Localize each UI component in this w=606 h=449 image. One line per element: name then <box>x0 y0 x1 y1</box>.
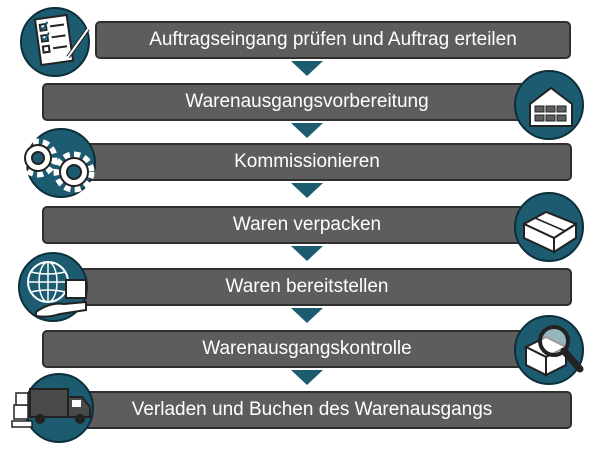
magnifier-badge <box>514 315 584 385</box>
step-3-label: Kommissionieren <box>234 151 380 172</box>
step-7-label: Verladen und Buchen des Warenausgangs <box>131 399 493 420</box>
arrow-down-icon <box>291 370 323 385</box>
truck-icon <box>11 388 91 428</box>
step-5-label: Waren bereitstellen <box>225 276 389 297</box>
globe-hand-icon <box>27 261 87 318</box>
step-3-bar: Kommissionieren <box>42 143 572 181</box>
warehouse-badge <box>514 70 584 140</box>
step-1-label: Auftragseingang prüfen und Auftrag ertei… <box>149 29 517 50</box>
step-4-bar: Waren verpacken <box>42 206 572 244</box>
arrow-down-icon <box>291 183 323 198</box>
truck-badge <box>11 373 94 443</box>
checklist-badge <box>20 7 90 77</box>
step-6-bar: Warenausgangskontrolle <box>42 330 572 368</box>
step-1-bar: Auftragseingang prüfen und Auftrag ertei… <box>95 21 571 59</box>
step-6-label: Warenausgangskontrolle <box>202 338 412 359</box>
arrow-down-icon <box>291 246 323 261</box>
gears-badge <box>18 128 96 198</box>
arrow-down-icon <box>291 61 323 76</box>
step-4-label: Waren verpacken <box>232 214 382 235</box>
globe-hand-badge <box>18 252 88 322</box>
gears-icon <box>18 138 95 193</box>
step-2-bar: Warenausgangsvorbereitung <box>42 83 572 121</box>
arrow-down-icon <box>291 308 323 323</box>
package-icon <box>521 210 579 254</box>
checklist-icon <box>33 13 90 67</box>
warehouse-icon <box>529 86 573 127</box>
arrow-down-icon <box>291 123 323 138</box>
package-badge <box>514 192 584 262</box>
magnifier-box-icon <box>523 325 584 377</box>
step-7-bar: Verladen und Buchen des Warenausgangs <box>42 391 572 429</box>
step-2-label: Warenausgangsvorbereitung <box>185 91 429 112</box>
step-5-bar: Waren bereitstellen <box>42 268 572 306</box>
